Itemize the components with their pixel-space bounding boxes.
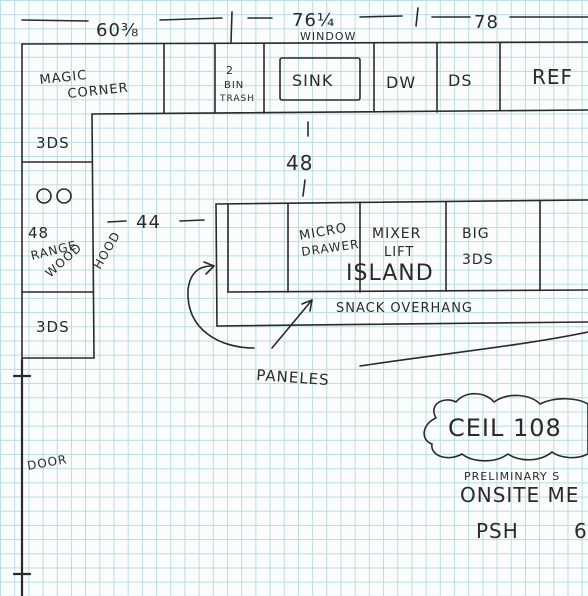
snack-overhang-label: SNACK OVERHANG [336, 301, 473, 316]
sink-label: SINK [292, 71, 333, 90]
panels-curved-arrow [187, 265, 255, 349]
mixer-lift-label-2: LIFT [384, 245, 414, 260]
magic-corner-label-1: MAGIC [39, 68, 88, 88]
burner-icon [56, 188, 72, 204]
bin-trash-label-3: TRASH [219, 94, 255, 104]
mixer-lift-label-1: MIXER [372, 226, 421, 242]
lower-3ds-label: 3DS [36, 318, 70, 336]
left-run-dimension: 60⅜ [96, 20, 139, 41]
panels-pointer-line [271, 299, 313, 349]
burner-icon [36, 188, 52, 204]
dishwasher-label: DW [386, 73, 416, 92]
big-3ds-label-2: 3DS [462, 252, 494, 268]
hood-gap-line [107, 220, 127, 223]
hood-gap-dimension: 44 [136, 212, 161, 233]
island-gap-dimension: 48 [286, 151, 313, 175]
bin-trash-label-2: BIN [224, 80, 244, 91]
panels-pointer-head [301, 299, 313, 312]
range-label-1: 48 [28, 224, 49, 242]
panels-arrow-head [203, 261, 215, 275]
refrigerator-label: REF [532, 65, 573, 89]
range-label-4: HOOD [90, 229, 123, 272]
ceiling-cloud [423, 392, 588, 462]
note-line-3: PSH [476, 519, 519, 543]
island [215, 199, 588, 327]
sink-basin [279, 57, 361, 101]
island-overhang-curve [359, 331, 588, 367]
window-span-dimension: 76¼ [292, 10, 335, 31]
top-counter-run [21, 41, 588, 373]
right-span-dimension: 78 [474, 12, 499, 33]
door-label: DOOR [26, 452, 68, 473]
bin-trash-label-1: 2 [226, 64, 234, 77]
magic-corner-label-2: CORNER [67, 81, 130, 102]
note-line-2: ONSITE ME [460, 483, 579, 507]
upper-3ds-label: 3DS [36, 134, 70, 152]
island-label: ISLAND [346, 261, 434, 286]
window-label: WINDOW [300, 30, 356, 43]
big-3ds-label-1: BIG [462, 226, 490, 242]
note-line-4: 6 [574, 519, 588, 543]
left-counter-run [21, 113, 95, 359]
drawer-stack-label: DS [448, 71, 472, 90]
note-line-1: PRELIMINARY S [464, 470, 560, 483]
hood-gap-line [179, 219, 205, 222]
top-dimension-line [21, 7, 588, 43]
ceiling-height-label: CEIL 108 [448, 414, 562, 442]
panels-label: PANELES [256, 366, 330, 389]
island-gap-tick [302, 179, 306, 197]
